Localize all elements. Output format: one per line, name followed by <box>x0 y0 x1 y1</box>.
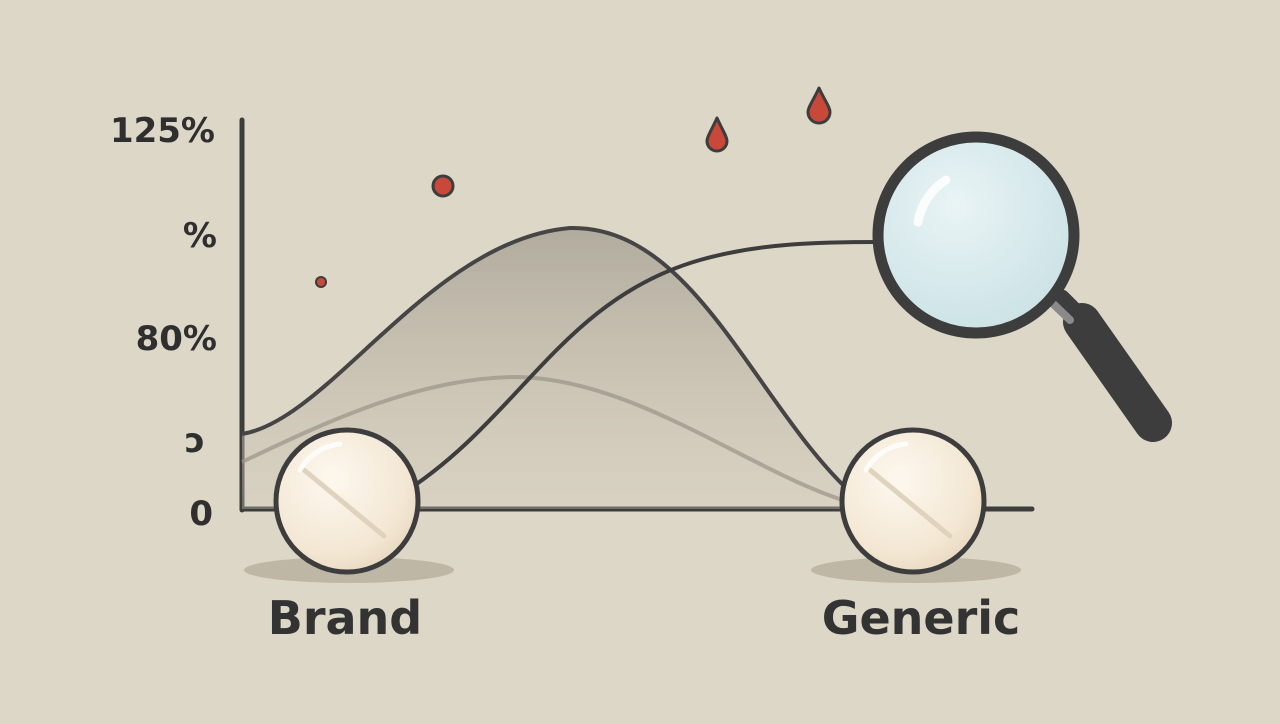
magnifying-glass-icon <box>872 131 1172 442</box>
red-dot-icon <box>315 276 327 288</box>
generic-label: Generic <box>822 591 1021 645</box>
brand-label: Brand <box>268 591 422 645</box>
secondary-curve-line <box>241 374 861 507</box>
blood-drop-icon <box>705 116 729 153</box>
y-tick-label: ɔ <box>185 421 205 461</box>
red-dot-icon <box>431 174 455 198</box>
y-tick-label: 80% <box>136 319 217 359</box>
generic-curve-line <box>398 240 881 497</box>
blood-drop-icon <box>806 86 832 125</box>
y-tick-label: 0 <box>189 494 213 534</box>
brand-curve-line <box>241 225 867 507</box>
brand-pill-icon <box>273 427 421 575</box>
generic-pill-icon <box>839 427 987 575</box>
y-tick-label: 125% <box>110 111 215 151</box>
y-tick-label: % <box>183 216 217 256</box>
